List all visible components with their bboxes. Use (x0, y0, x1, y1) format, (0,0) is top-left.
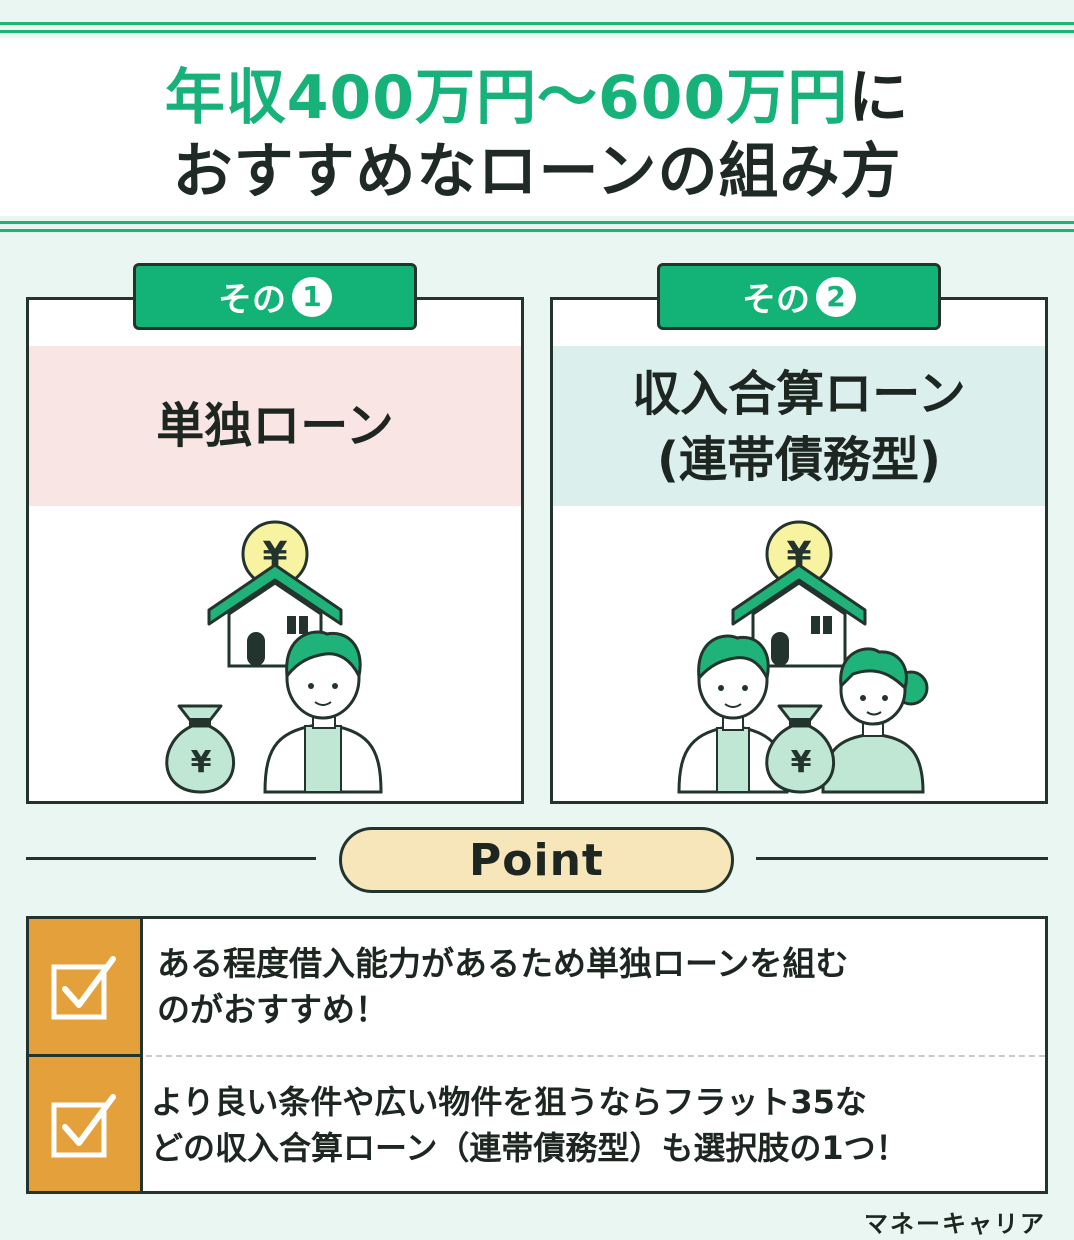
card-joint-loan: 収入合算ローン (連帯債務型) ¥ (550, 297, 1048, 804)
point-item-line: のがおすすめ！ (157, 990, 388, 1029)
single-loan-illustration: ¥ ¥ (165, 520, 383, 794)
card-title: 単独ローン (156, 398, 394, 454)
joint-loan-illustration: ¥ (677, 520, 929, 794)
money-bag-icon: ¥ (765, 704, 835, 794)
header-rule-top-2 (0, 30, 1074, 33)
card-title-band: 収入合算ローン (連帯債務型) (553, 346, 1045, 506)
woman-icon (821, 647, 929, 794)
page-title-line1: 年収400万円〜600万円に (0, 68, 1074, 128)
point-rule-left (26, 857, 316, 860)
header-band (0, 38, 1074, 216)
checkbox-divider (29, 1054, 143, 1057)
point-item-2: より良い条件や広い物件を狙うならフラット35な どの収入合算ローン（連帯債務型）… (151, 1079, 1046, 1171)
tag-option-1: その 1 (133, 263, 417, 330)
point-label: Point (339, 827, 734, 893)
header-rule-bottom-2 (0, 229, 1074, 232)
checkbox-column (29, 919, 143, 1191)
point-rule-right (756, 857, 1048, 860)
yen-coin-icon: ¥ (241, 520, 309, 588)
card-title-line2: (連帯債務型) (657, 432, 941, 488)
header-rule-top-1 (0, 22, 1074, 25)
point-item-line: より良い条件や広い物件を狙うならフラット35な (151, 1083, 867, 1121)
title-dark-text: に (848, 63, 910, 133)
tag-option-2: その 2 (657, 263, 941, 330)
tag-label: その (218, 280, 286, 320)
point-item-line: どの収入合算ローン（連帯債務型）も選択肢の1つ！ (151, 1129, 908, 1167)
yen-symbol: ¥ (191, 745, 212, 780)
house-icon (731, 563, 867, 668)
title-green-text: 年収400万円〜600万円 (164, 63, 849, 133)
brand-credit: マネーキャリア (864, 1210, 1046, 1238)
point-list: ある程度借入能力があるため単独ローンを組む のがおすすめ！ より良い条件や広い物… (26, 916, 1048, 1194)
tag-label: その (742, 280, 810, 320)
point-item-line: ある程度借入能力があるため単独ローンを組む (157, 944, 849, 983)
checkbox-icon (51, 1094, 116, 1158)
tag-number-circle: 2 (816, 276, 856, 317)
point-item-1: ある程度借入能力があるため単独ローンを組む のがおすすめ！ (157, 941, 1037, 1033)
card-title-band: 単独ローン (29, 346, 521, 506)
tag-number-circle: 1 (292, 276, 332, 317)
card-title-line1: 収入合算ローン (632, 366, 966, 422)
money-bag-icon: ¥ (165, 704, 235, 794)
checkbox-icon (51, 956, 116, 1020)
page-title-line2: おすすめなローンの組み方 (172, 137, 902, 207)
yen-symbol: ¥ (791, 745, 812, 780)
header-rule-bottom-1 (0, 221, 1074, 224)
man-icon (263, 630, 383, 794)
man-icon (677, 634, 789, 794)
card-single-loan: 単独ローン ¥ ¥ (26, 297, 524, 804)
point-divider (146, 1055, 1045, 1057)
